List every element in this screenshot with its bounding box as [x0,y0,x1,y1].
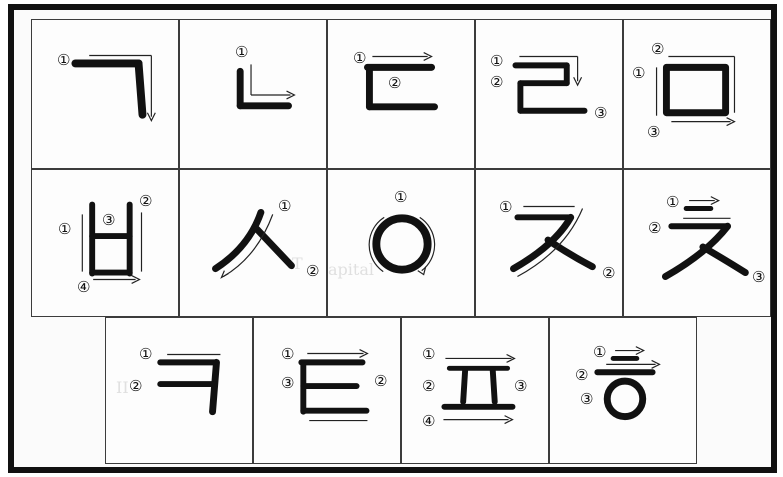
tieut-strokes [298,349,370,422]
pieup-step-1: ① [422,345,436,363]
pieup-strokes [441,353,516,425]
tieut-step-2: ② [374,372,388,390]
cell-kieuk: ① ② II [105,317,253,464]
digeut-step-2: ② [388,74,402,92]
mieum-step-3: ③ [647,123,661,141]
faint-watermark-right: apital [328,260,374,279]
rieul-step-2: ② [490,73,504,91]
siot-step-2: ② [306,262,320,280]
pieup-step-4: ④ [422,412,436,430]
kieuk-step-1: ① [139,345,153,363]
cell-rieul: ① ② ③ [475,19,623,169]
mieum-step-1: ① [632,64,646,82]
chieut-step-3: ③ [752,268,766,286]
jieut-step-2: ② [602,264,616,282]
rieul-step-1: ① [490,52,504,70]
hieut-strokes [594,346,661,421]
pieup-step-2: ② [422,377,436,395]
bieup-step-2: ② [139,192,153,210]
giyeok-step-1: ① [57,51,71,69]
cell-pieup: ① ② ③ ④ [401,317,549,464]
mieum-step-2: ② [651,40,665,58]
digeut-strokes [364,52,438,111]
rieul-step-3: ③ [594,104,608,122]
cell-nieun: ① [179,19,327,169]
stroke-order-chart: ① ① ① ② [15,11,773,464]
cell-bieup: ② ③ ① ④ [31,169,179,317]
nieun-strokes [236,64,296,110]
cell-chieut: ① ② ③ [623,169,771,317]
chieut-step-2: ② [648,219,662,237]
hieut-step-3: ③ [580,390,594,408]
bieup-step-3: ③ [102,211,116,229]
hieut-step-2: ② [575,366,589,384]
cell-hieut: ① ② ③ [549,317,697,464]
jieut-step-1: ① [499,198,513,216]
nieun-step-1: ① [235,43,249,61]
faint-watermark-left: T [292,254,303,273]
cell-tieut: ① ③ ② [253,317,401,464]
siot-strokes [212,208,295,279]
bieup-strokes [81,201,143,284]
cell-jieut: ① ② [475,169,623,317]
ieung-strokes [368,214,436,276]
siot-step-1: ① [278,197,292,215]
jieut-strokes [510,205,596,278]
rieul-strokes [512,55,588,114]
cell-ieung: ① apital [327,169,475,317]
bieup-step-4: ④ [77,278,91,296]
cell-mieum: ② ① ③ [623,19,771,169]
kieuk-strokes [157,353,221,416]
cell-giyeok: ① [31,19,179,169]
ieung-step-1: ① [394,188,408,206]
cell-digeut: ① ② [327,19,475,169]
cell-siot: ① ② T [179,169,327,317]
mieum-strokes [655,55,736,127]
faint-watermark-bottom: II [116,378,129,397]
bieup-step-1: ① [58,220,72,238]
pieup-step-3: ③ [514,377,528,395]
chieut-step-1: ① [666,193,680,211]
tieut-step-3: ③ [281,374,295,392]
digeut-step-1: ① [353,49,367,67]
tieut-step-1: ① [281,345,295,363]
giyeok-strokes [71,54,156,122]
hieut-step-1: ① [593,343,607,361]
chieut-strokes [661,196,749,280]
kieuk-step-2: ② [129,377,143,395]
